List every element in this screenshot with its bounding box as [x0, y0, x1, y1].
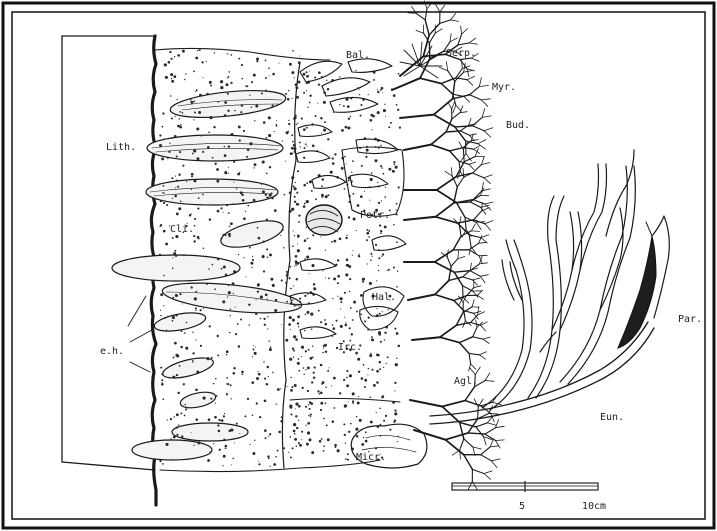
- label-myr: Myr.: [492, 82, 516, 93]
- shell-bivalve: [306, 205, 342, 235]
- scale-label-5: 5: [519, 501, 525, 512]
- label-lith: Lith.: [106, 142, 136, 153]
- label-serp: Serp.: [446, 48, 476, 59]
- scale-bar: 5 10cm: [452, 481, 606, 512]
- outer-border: [3, 3, 714, 528]
- label-irc: Irc.: [338, 342, 362, 353]
- bedrock-block: [62, 36, 155, 470]
- label-hal: Hal.: [372, 292, 396, 303]
- layer-line: [290, 398, 400, 402]
- label-micr: Micr.: [356, 452, 386, 463]
- label-eh: e.h.: [100, 346, 124, 357]
- label-agl: Agl.: [454, 376, 478, 387]
- label-bud: Bud.: [506, 120, 530, 131]
- label-eun: Eun.: [600, 412, 624, 423]
- lithophyllum-lenses: [112, 86, 303, 460]
- label-par: Par.: [678, 314, 702, 325]
- label-bal: Bal.: [346, 50, 370, 61]
- erect-bryozoans: [392, 1, 504, 490]
- label-petr: Petr.: [360, 210, 390, 221]
- serpulid-tuft: [400, 42, 442, 78]
- label-cli: Cli.: [170, 224, 194, 235]
- scale-label-10cm: 10cm: [582, 501, 606, 512]
- eh-pointer-lines: [128, 296, 152, 372]
